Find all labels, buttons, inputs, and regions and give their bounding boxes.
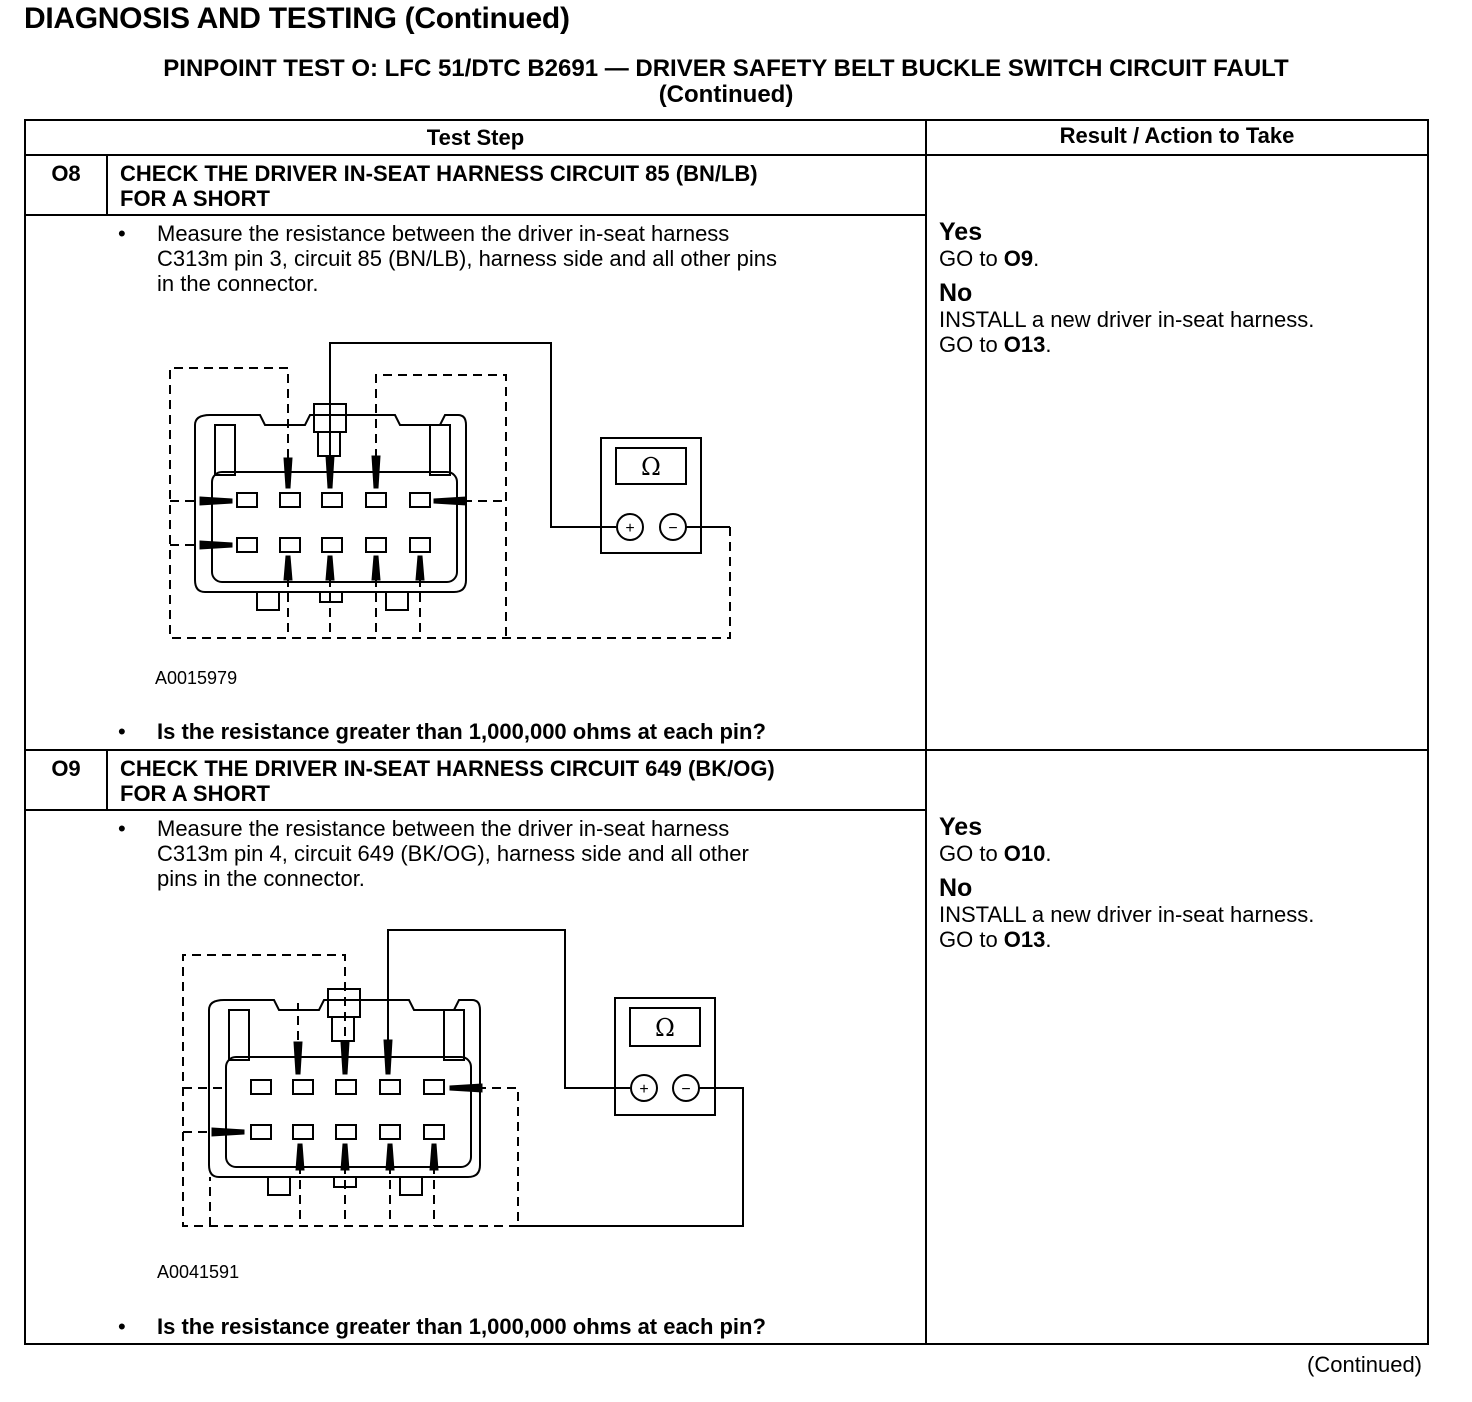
step-title-line1: CHECK THE DRIVER IN-SEAT HARNESS CIRCUIT…: [120, 161, 758, 186]
pinpoint-test-title: PINPOINT TEST O: LFC 51/DTC B2691 — DRIV…: [24, 56, 1428, 108]
ohm-symbol: Ω: [641, 453, 661, 481]
step-title-line2: FOR A SHORT: [120, 186, 270, 211]
step-instruction: Measure the resistance between the drive…: [157, 221, 777, 296]
step-instruction-line2: C313m pin 3, circuit 85 (BN/LB), harness…: [157, 246, 777, 271]
figure-id: A0015979: [155, 668, 238, 688]
step-title-line1: CHECK THE DRIVER IN-SEAT HARNESS CIRCUIT…: [120, 756, 775, 781]
bullet-icon: •: [118, 816, 126, 841]
result-no-action: INSTALL a new driver in-seat harness.: [939, 902, 1315, 927]
step-instruction-line2: C313m pin 4, circuit 649 (BK/OG), harnes…: [157, 841, 749, 866]
result-no-label: No: [939, 874, 973, 902]
step-instruction-line3: pins in the connector.: [157, 866, 365, 891]
header-test-step: Test Step: [426, 125, 525, 150]
step-question: Is the resistance greater than 1,000,000…: [157, 719, 766, 744]
result-yes-action: GO to O10.: [939, 841, 1052, 866]
wiring-diagram: Ω + −: [175, 920, 755, 1240]
wiring-diagram: Ω + −: [160, 335, 750, 655]
result-no-label: No: [939, 279, 973, 307]
result-yes-target: O9: [1003, 246, 1034, 271]
minus-terminal-label: −: [681, 1081, 690, 1098]
figure-id: A0041591: [157, 1262, 240, 1282]
result-yes-label: Yes: [939, 218, 983, 246]
step-title: CHECK THE DRIVER IN-SEAT HARNESS CIRCUIT…: [120, 161, 758, 211]
step-title: CHECK THE DRIVER IN-SEAT HARNESS CIRCUIT…: [120, 756, 775, 806]
result-yes-action: GO to O9.: [939, 246, 1040, 271]
result-no-goto-text: GO to: [939, 927, 1004, 952]
step-instruction: Measure the resistance between the drive…: [157, 816, 749, 891]
step-instruction-line3: in the connector.: [157, 271, 319, 296]
result-yes-label: Yes: [939, 813, 983, 841]
continued-footer: (Continued): [1307, 1352, 1422, 1377]
bullet-icon: •: [118, 719, 126, 744]
result-no-action: INSTALL a new driver in-seat harness.: [939, 307, 1315, 332]
result-yes-text: GO to: [939, 246, 1004, 271]
step-instruction-line1: Measure the resistance between the drive…: [157, 816, 730, 841]
step-id: O8: [51, 161, 81, 186]
result-no-target: O13: [1003, 332, 1046, 357]
plus-terminal-label: +: [639, 1081, 648, 1098]
page-title: DIAGNOSIS AND TESTING (Continued): [24, 2, 570, 35]
result-no-goto-text: GO to: [939, 332, 1004, 357]
pinpoint-test-title-line2: (Continued): [658, 81, 794, 108]
bullet-icon: •: [118, 221, 126, 246]
result-yes-target: O10: [1003, 841, 1046, 866]
ohm-symbol: Ω: [655, 1014, 675, 1042]
pinpoint-test-title-line1: PINPOINT TEST O: LFC 51/DTC B2691 — DRIV…: [163, 55, 1289, 82]
minus-terminal-label: −: [668, 520, 677, 537]
result-no-goto: GO to O13.: [939, 332, 1052, 357]
plus-terminal-label: +: [625, 520, 634, 537]
result-no-goto: GO to O13.: [939, 927, 1052, 952]
result-no-target: O13: [1003, 927, 1046, 952]
header-result-action: Result / Action to Take: [1059, 123, 1295, 148]
result-block: Yes GO to O9. No INSTALL a new driver in…: [939, 218, 1314, 357]
step-id: O9: [51, 756, 81, 781]
step-instruction-line1: Measure the resistance between the drive…: [157, 221, 730, 246]
step-question: Is the resistance greater than 1,000,000…: [157, 1314, 766, 1339]
result-yes-text: GO to: [939, 841, 1004, 866]
bullet-icon: •: [118, 1314, 126, 1339]
result-block: Yes GO to O10. No INSTALL a new driver i…: [939, 813, 1314, 952]
step-title-line2: FOR A SHORT: [120, 781, 270, 806]
